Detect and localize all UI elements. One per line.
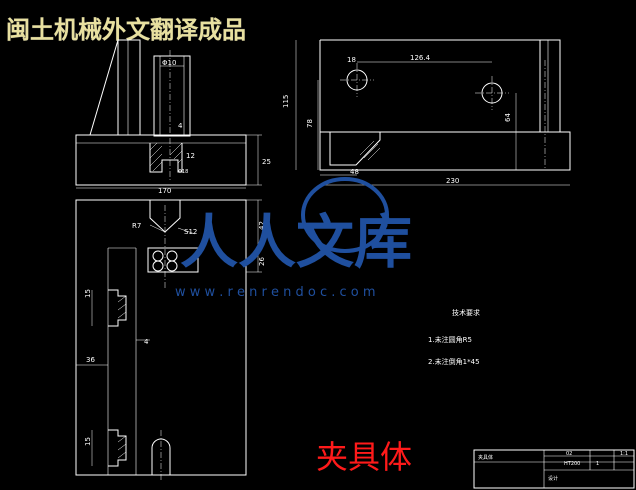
watermark-url: w w w . r e n r e n d o c . c o m (175, 285, 376, 300)
dim-plan-sphere: S12 (184, 228, 197, 236)
dim-side-hole-left: 78 (306, 119, 314, 128)
tb-sheet: 02 (566, 451, 572, 457)
plan-clamp-block (147, 247, 199, 273)
tb-scale: 1:1 (620, 451, 628, 457)
side-base-plate (319, 131, 571, 171)
tb-drawn-by: 设计 (548, 475, 558, 482)
dim-plan-4: 4 (144, 338, 149, 346)
front-view: 170 25 Φ10 Φ18 4 12 (75, 39, 271, 195)
front-base-plate (75, 134, 247, 186)
tech-req-item-2: 2.未注倒角1*45 (428, 357, 480, 366)
dim-front-cbore: Φ18 (178, 169, 188, 175)
dim-front-bore: Φ10 (162, 59, 176, 67)
tb-name: 夹具体 (478, 454, 493, 461)
front-hatch (149, 142, 183, 172)
plan-hatch-top (117, 295, 127, 319)
dim-side-spacing: 126.4 (410, 54, 431, 62)
dim-front-gap: 4 (178, 122, 183, 130)
dim-plan-15-top: 15 (84, 289, 92, 298)
dim-side-offset: 18 (347, 56, 356, 64)
side-hatch (359, 140, 381, 161)
tb-quantity: 1 (596, 461, 599, 467)
side-view: 18 126.4 115 78 64 48 230 (282, 39, 571, 186)
title-block: 夹具体 02 HT200 1:1 1 设计 (473, 449, 635, 489)
dim-side-length: 230 (446, 177, 459, 185)
plan-hatch-bottom (117, 435, 127, 459)
dim-plan-36: 36 (86, 356, 95, 364)
watermark: 人人文库 w w w . r e n r e n d o c . c o m (175, 177, 412, 300)
header-title: 闽土机械外文翻译成品 (6, 16, 246, 44)
dim-plan-26: 26 (258, 257, 266, 266)
dim-plan-radius: R7 (132, 222, 141, 230)
tb-material: HT200 (564, 461, 580, 467)
dim-side-lug: 48 (350, 168, 359, 176)
dim-plan-42: 42 (258, 221, 266, 230)
dim-front-depth: 12 (186, 152, 195, 160)
dim-front-width: 170 (158, 187, 171, 195)
tech-req-heading: 技术要求 (452, 308, 480, 317)
dim-side-height: 115 (282, 95, 290, 108)
watermark-brand: 人人文库 (180, 208, 412, 276)
dim-plan-15-bottom: 15 (84, 437, 92, 446)
dim-front-height: 25 (262, 158, 271, 166)
dim-side-hole-right: 64 (504, 113, 512, 122)
technical-requirements: 技术要求 1.未注圆角R5 2.未注倒角1*45 (428, 308, 480, 366)
plan-view: R7 S12 42 26 15 36 4 15 (75, 199, 266, 480)
part-title: 夹具体 (316, 438, 412, 476)
watermark-logo-ring (301, 177, 389, 253)
front-upright (117, 39, 141, 136)
tech-req-item-1: 1.未注圆角R5 (428, 335, 472, 344)
front-block (153, 55, 191, 137)
